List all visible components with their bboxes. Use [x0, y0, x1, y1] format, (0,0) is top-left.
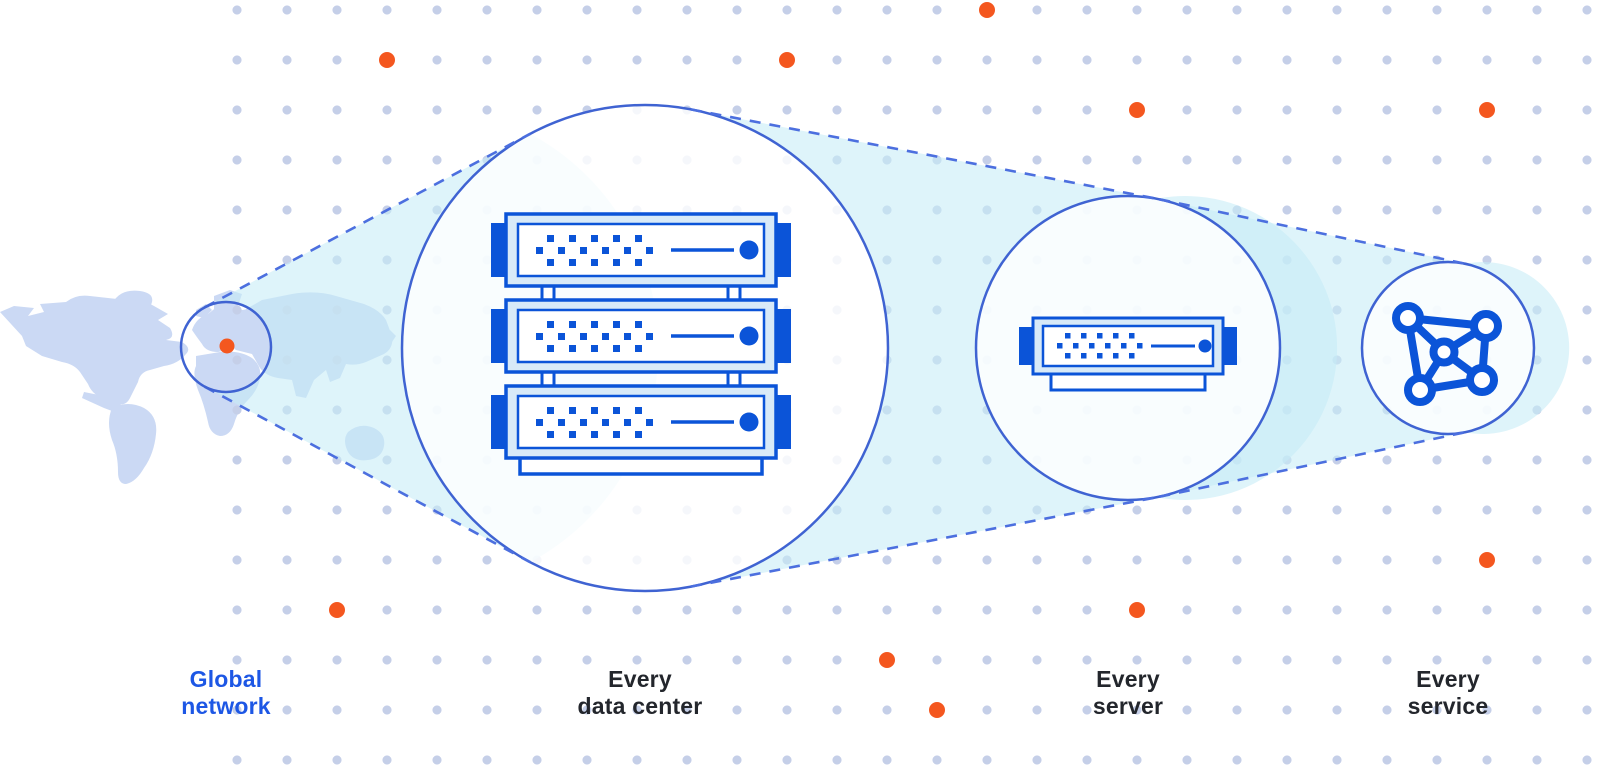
label-every-server: Every server — [1008, 666, 1248, 720]
location-marker-icon — [219, 338, 235, 354]
label-line: Every — [608, 666, 672, 692]
label-line: data center — [577, 693, 703, 719]
server-rack-icon — [489, 212, 793, 476]
zoom-dashed-lines — [204, 108, 1466, 588]
label-line: network — [181, 693, 271, 719]
continent-north-america — [0, 295, 189, 405]
mesh-network-icon — [1392, 302, 1502, 406]
label-every-service: Every service — [1328, 666, 1568, 720]
label-global-network: Global network — [106, 666, 346, 720]
continent-south-america — [109, 404, 157, 484]
label-line: Global — [189, 666, 263, 692]
label-line: service — [1407, 693, 1489, 719]
region-british-isles — [196, 304, 212, 318]
label-line: server — [1092, 693, 1164, 719]
label-line: Every — [1416, 666, 1480, 692]
server-icon — [1019, 316, 1237, 392]
label-every-data-center: Every data center — [520, 666, 760, 720]
map-highlight-circle — [179, 300, 273, 394]
label-line: Every — [1096, 666, 1160, 692]
